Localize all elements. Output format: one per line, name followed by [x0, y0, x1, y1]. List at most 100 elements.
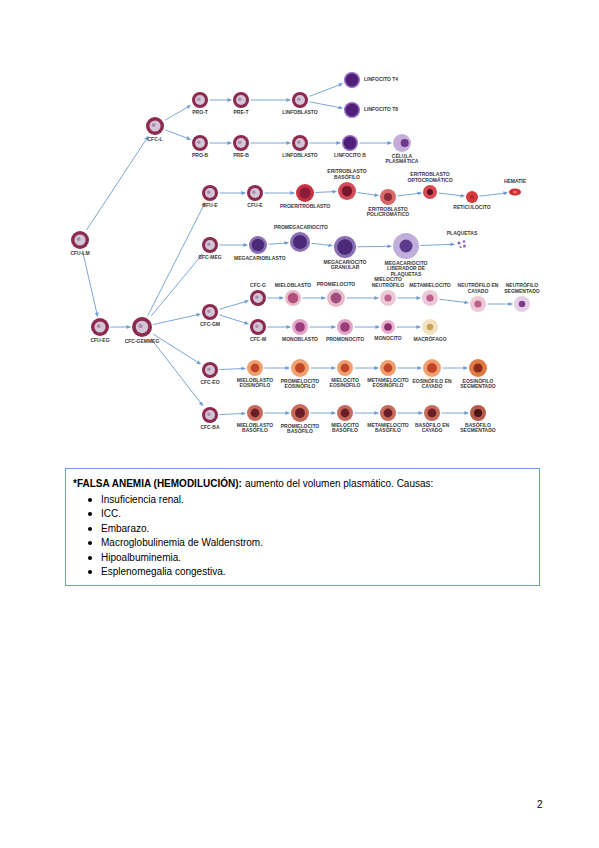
- cell-drawing: [423, 185, 437, 199]
- cell-body: [393, 134, 411, 152]
- cell-drawing: [291, 359, 309, 377]
- cell-nucleus: [427, 363, 437, 373]
- cell-drawing: [470, 405, 486, 421]
- cell-node: METAMIELOCITO EOSINÓFILO: [380, 360, 396, 376]
- cell-nucleolus: [197, 97, 201, 101]
- cell-node: LINFOCITO T8: [344, 102, 360, 118]
- cell-node: PRO-T: [192, 92, 208, 108]
- lineage-arrow: [251, 100, 291, 101]
- cell-drawing: [250, 290, 266, 306]
- cell-body: [337, 360, 353, 376]
- cell-body: [334, 236, 356, 258]
- cell-nucleus: [344, 137, 357, 150]
- cell-label: CFC-MEG: [190, 255, 230, 261]
- cell-nucleolus: [297, 97, 301, 101]
- cell-drawing: [334, 236, 356, 258]
- cell-drawing: [423, 359, 441, 377]
- cell-label: ERITROBLASTO BASÓFILO: [325, 169, 369, 180]
- cell-node: MIELOBLASTO BASÓFILO: [247, 405, 263, 421]
- cell-nucleus: [384, 294, 391, 301]
- cell-drawing: [233, 92, 249, 108]
- lineage-arrow: [165, 105, 190, 120]
- cell-drawing: [250, 319, 266, 335]
- cell-nucleus: [295, 363, 305, 373]
- lineage-arrow: [439, 299, 468, 303]
- cell-nucleus: [293, 235, 307, 249]
- cell-nucleolus: [197, 140, 201, 144]
- cell-nucleus: [295, 95, 305, 105]
- cell-nucleus: [474, 300, 481, 307]
- cell-body: [514, 296, 530, 312]
- cell-node: PRO-B: [192, 135, 208, 151]
- lineage-arrow: [311, 243, 332, 245]
- cell-label: ERITROBLASTO ORTOCROMÁTICO: [405, 172, 455, 183]
- cell-node: MIELOBLASTO EOSINÓFILO: [247, 360, 263, 376]
- cell-node: CFC-MEG: [202, 237, 218, 253]
- note-intro: aumento del volumen plasmático. Causas:: [245, 478, 433, 489]
- cell-body: [469, 359, 487, 377]
- cell-body: [291, 404, 309, 422]
- cell-nucleus: [470, 195, 474, 199]
- cell-body: [192, 92, 208, 108]
- cell-body: [337, 319, 353, 335]
- cell-nucleus: [236, 138, 246, 148]
- lineage-arrow: [398, 413, 423, 414]
- cell-nucleus: [236, 95, 246, 105]
- cell-label: CFC-M: [238, 337, 278, 343]
- cell-drawing: [381, 320, 395, 334]
- cell-node: MIELOCITO BASÓFILO: [337, 405, 353, 421]
- cell-nucleus: [342, 186, 352, 196]
- cell-drawing: [202, 185, 218, 201]
- lineage-arrow: [309, 102, 342, 108]
- cell-nucleolus: [77, 237, 81, 241]
- erythrocyte-body: [509, 188, 521, 195]
- cell-label: BASÓFILO SEGMENTADO: [455, 423, 501, 434]
- cell-body: [292, 92, 308, 108]
- cell-node: CÉLULA PLASMÁTICA: [393, 134, 411, 152]
- cell-drawing: [233, 135, 249, 151]
- cell-body: [423, 185, 437, 199]
- bullet-item: Macroglobulinemia de Waldenstrom.: [101, 537, 263, 549]
- cell-node: EOSINÓFILO SEGMENTADO: [469, 359, 487, 377]
- cell-nucleus: [251, 364, 260, 373]
- cell-drawing: [337, 405, 353, 421]
- cell-node: HEMATÍE: [509, 186, 521, 198]
- cell-node: MACRÓFAGO: [422, 319, 438, 335]
- cell-label: CFC-BA: [190, 425, 230, 431]
- cell-label: LINFOBLASTO: [278, 153, 322, 159]
- cell-nucleolus: [97, 324, 101, 328]
- cell-label: CFC-EO: [190, 380, 230, 386]
- cell-label: PROMIELOCITO BASÓFILO: [278, 424, 322, 435]
- bullet-item: Insuficiencia renal.: [101, 494, 184, 506]
- cell-nucleolus: [207, 367, 211, 371]
- lineage-arrow: [153, 314, 200, 324]
- cell-label: CFU-LM: [60, 251, 100, 257]
- cell-nucleus: [74, 234, 85, 245]
- cell-body: [247, 360, 263, 376]
- cell-drawing: [422, 290, 438, 306]
- cell-label: MEGACARIOBLASTO: [234, 256, 282, 262]
- cell-body: [202, 407, 218, 423]
- cell-body: [380, 360, 396, 376]
- cell-label: CÉLULA PLASMÁTICA: [385, 154, 419, 165]
- cell-body: [233, 92, 249, 108]
- cell-label: CFU-EG: [80, 338, 120, 344]
- cell-node: CFC-GEMMEG: [132, 317, 152, 337]
- cell-nucleus: [288, 293, 299, 304]
- cell-body: [202, 362, 218, 378]
- cell-label: PROMONOCITO: [323, 337, 367, 343]
- cell-label: PRO-T: [180, 110, 220, 116]
- bullet-item: ICC.: [101, 508, 121, 520]
- cell-label: LINFOCITO T4: [364, 77, 398, 83]
- cell-body: [422, 290, 438, 306]
- cell-nucleus: [474, 409, 482, 417]
- cell-drawing: [91, 318, 109, 336]
- cell-nucleus: [346, 104, 359, 117]
- lineage-arrow: [210, 100, 232, 101]
- cell-body: [423, 359, 441, 377]
- cell-drawing: [470, 296, 486, 312]
- cell-nucleus: [474, 364, 483, 373]
- lineage-arrow: [310, 327, 336, 328]
- cell-drawing: [285, 290, 301, 306]
- cell-node: METAMIELOCITO: [422, 290, 438, 306]
